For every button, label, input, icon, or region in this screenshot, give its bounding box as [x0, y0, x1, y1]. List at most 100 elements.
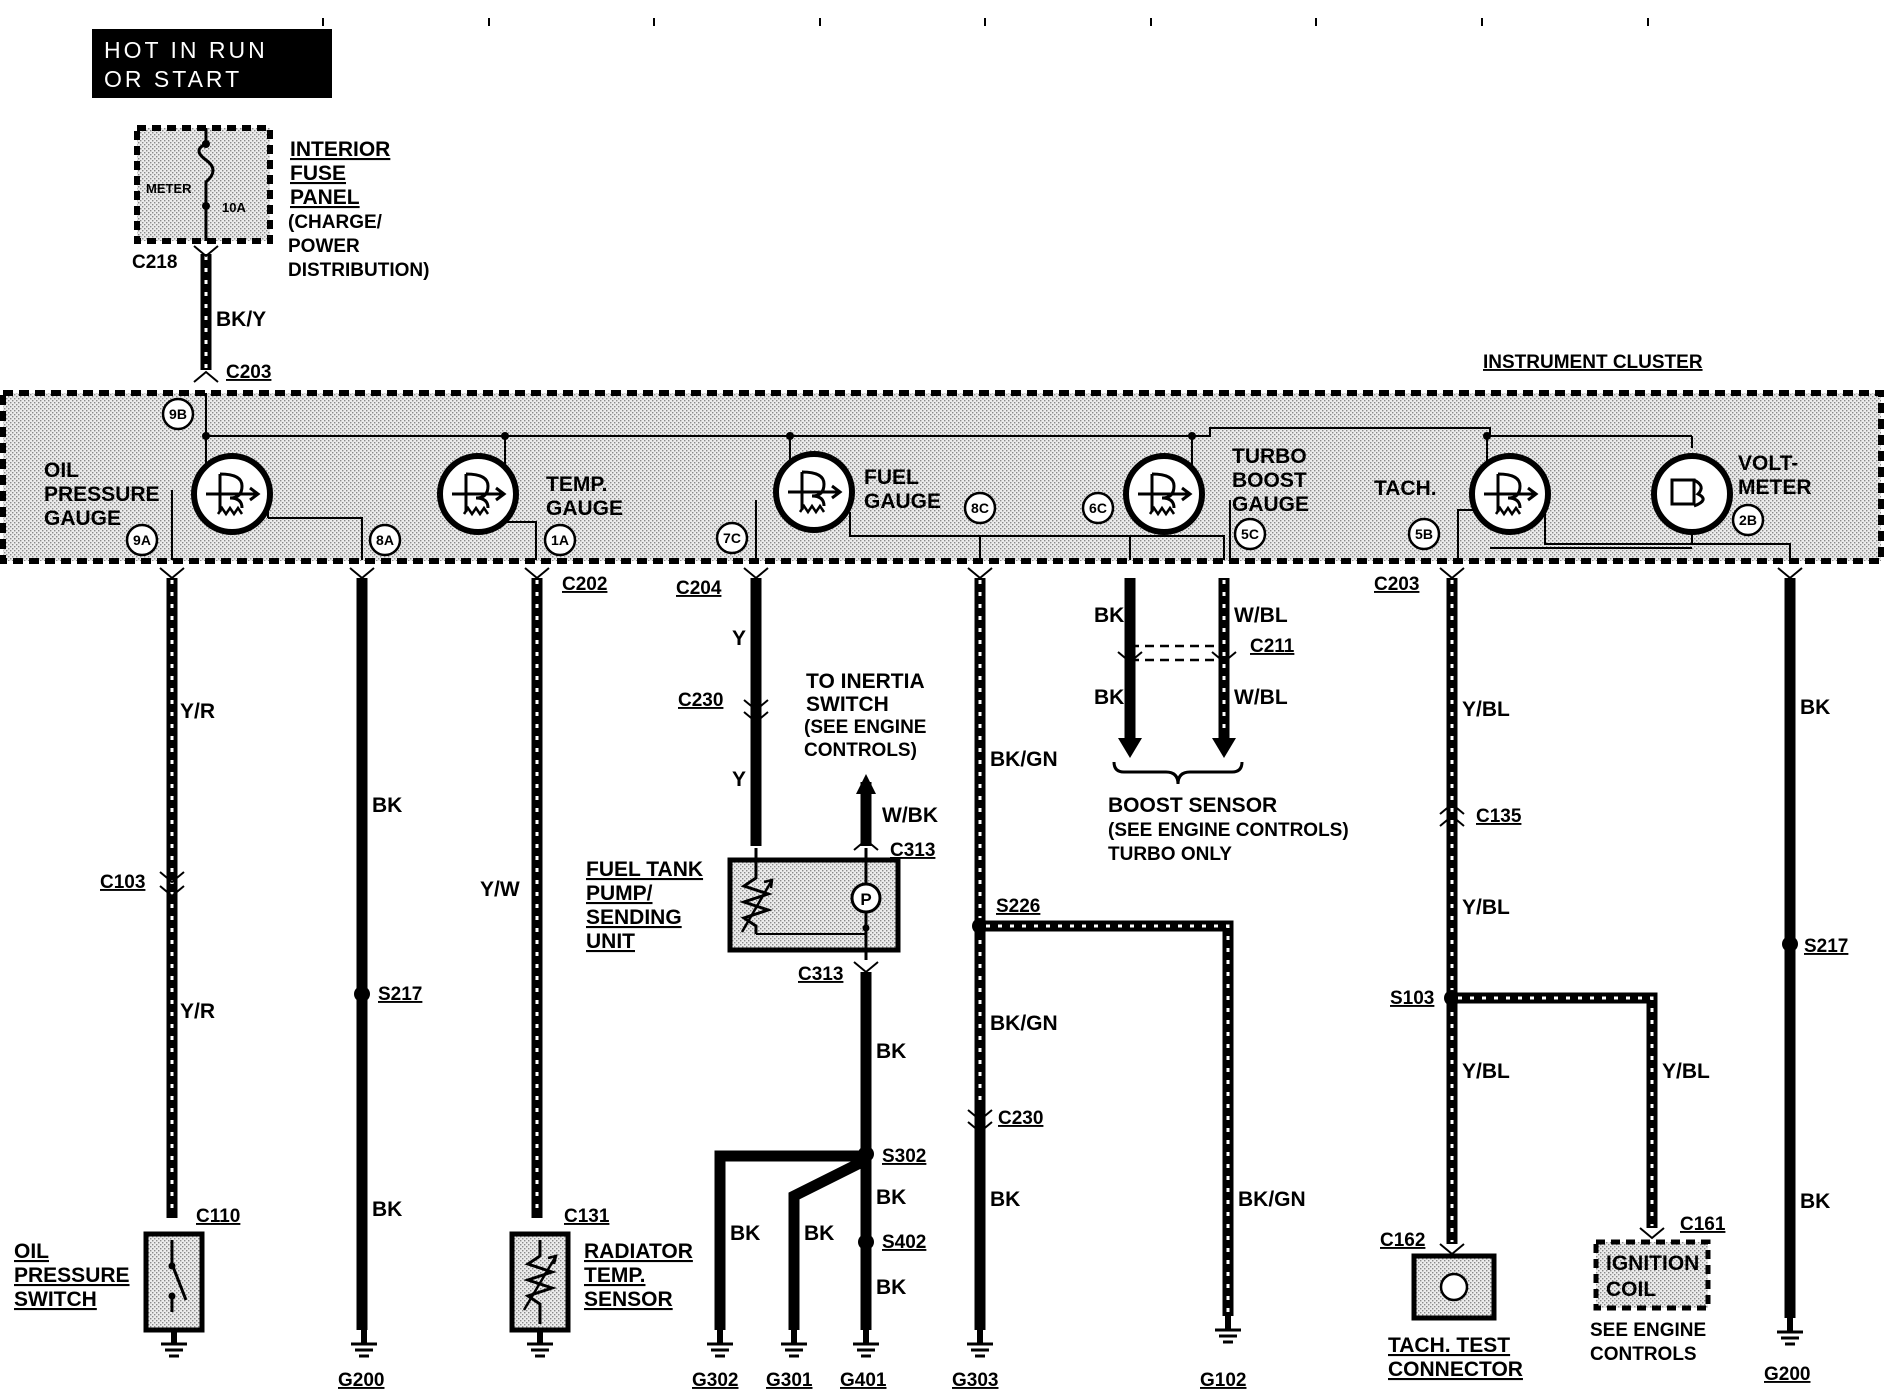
boost-sensor-circuit: BK W/BL C211 BK W/BL BOOST SENSOR (SEE E… — [1094, 578, 1349, 865]
interior-fuse-panel: METER 10A INTERIOR FUSE PANEL (CHARGE/ P… — [134, 125, 429, 281]
label-turbo-boost-gauge-1: TURBO — [1232, 445, 1307, 468]
top-tick-marks — [322, 18, 1649, 26]
voltmeter-ground-circuit: BK S217 BK G200 — [1764, 578, 1848, 1385]
instrument-cluster-title: INSTRUMENT CLUSTER — [1483, 352, 1703, 373]
wire-bk-y: C218 BK/Y C203 — [132, 245, 271, 383]
label-inertia-switch-1: TO INERTIA — [806, 670, 925, 693]
label-inertia-switch-2: SWITCH — [806, 693, 889, 716]
label-oil-pressure-switch-3: SWITCH — [14, 1288, 97, 1311]
wire-label-w-bl-2: W/BL — [1234, 686, 1288, 709]
ground-g200-left: G200 — [338, 1370, 384, 1391]
pin-5c: 5C — [1241, 526, 1259, 542]
label-fuel-tank-3: SENDING — [586, 906, 682, 929]
connector-c135: C135 — [1476, 806, 1522, 827]
label-radiator-temp-sensor-1: RADIATOR — [584, 1240, 693, 1263]
pin-5b: 5B — [1415, 526, 1433, 542]
connector-c161: C161 — [1680, 1214, 1726, 1235]
fuel-circuit: Y C230 Y TO INERTIA SWITCH (SEE ENGINE C… — [586, 578, 938, 1391]
pin-8a: 8A — [376, 532, 394, 548]
pin-6c: 6C — [1089, 500, 1107, 516]
pin-8c: 8C — [971, 500, 989, 516]
label-oil-pressure-gauge-2: PRESSURE — [44, 483, 160, 506]
hot-label-line1: HOT IN RUN — [104, 37, 268, 63]
pin-2b: 2B — [1739, 512, 1757, 528]
fuse-amps-label: 10A — [222, 200, 246, 215]
fuse-title-line2: FUSE — [290, 162, 346, 185]
pin-badges: 9B 9A 8A 1A 7C 8C 6C 5C 5B 2B — [125, 397, 1765, 557]
wire-label-y-r-1: Y/R — [180, 700, 215, 723]
connector-c230-upper: C230 — [678, 690, 723, 711]
connector-c313-bottom: C313 — [798, 964, 843, 985]
ground-circuit-8a: BK S217 BK G200 — [338, 578, 422, 1391]
label-oil-pressure-switch-2: PRESSURE — [14, 1264, 130, 1287]
splice-s217-right: S217 — [1804, 936, 1848, 957]
splice-s302: S302 — [882, 1146, 926, 1167]
wire-label-bk-5: BK — [876, 1186, 906, 1209]
connector-c110: C110 — [196, 1206, 240, 1227]
wire-label-y-r-2: Y/R — [180, 1000, 215, 1023]
ground-g401: G401 — [840, 1370, 887, 1391]
wire-label-bk-y: BK/Y — [216, 308, 266, 331]
label-tach-test-connector-2: CONNECTOR — [1388, 1358, 1523, 1381]
label-tach: TACH. — [1374, 477, 1437, 500]
wire-label-bk-9: BK — [1800, 696, 1830, 719]
wire-label-bk-gn-2: BK/GN — [990, 1012, 1058, 1035]
pin-9a: 9A — [133, 532, 151, 548]
pin-1a: 1A — [551, 532, 569, 548]
splice-s226: S226 — [996, 896, 1040, 917]
ground-g301: G301 — [766, 1370, 813, 1391]
label-fuel-tank-1: FUEL TANK — [586, 858, 703, 881]
label-fuel-gauge-2: GAUGE — [864, 490, 941, 513]
label-see-engine-controls-2: CONTROLS — [1590, 1344, 1697, 1365]
fuse-title-line1: INTERIOR — [290, 138, 390, 161]
fuse-sub-line1: (CHARGE/ — [288, 212, 383, 233]
pin-7c: 7C — [723, 530, 741, 546]
label-fuel-tank-2: PUMP/ — [586, 882, 653, 905]
pump-symbol: P — [860, 890, 871, 909]
wire-label-bk-6: BK — [990, 1188, 1020, 1211]
label-oil-pressure-switch-1: OIL — [14, 1240, 49, 1263]
wire-label-bk-11: BK — [876, 1276, 906, 1299]
wire-label-bk-7: BK — [1094, 604, 1124, 627]
fuse-sub-line3: DISTRIBUTION) — [288, 260, 429, 281]
label-turbo-boost-gauge-2: BOOST — [1232, 469, 1307, 492]
fuse-meter-label: METER — [146, 181, 192, 196]
wire-label-bk-12: BK — [1800, 1190, 1830, 1213]
splice-s402: S402 — [882, 1232, 926, 1253]
label-fuel-gauge-1: FUEL — [864, 466, 919, 489]
ground-g102: G102 — [1200, 1370, 1246, 1391]
label-temp-gauge-1: TEMP. — [546, 473, 607, 496]
wire-label-bk-4: BK — [730, 1222, 760, 1245]
label-inertia-switch-3: (SEE ENGINE — [804, 717, 926, 738]
wire-label-y-1: Y — [732, 627, 746, 650]
hot-label-line2: OR START — [104, 66, 242, 92]
wire-label-y-bl-1: Y/BL — [1462, 698, 1510, 721]
label-inertia-switch-4: CONTROLS) — [804, 740, 917, 761]
wire-label-y-bl-4: Y/BL — [1662, 1060, 1710, 1083]
oil-pressure-circuit: Y/R C103 Y/R C110 OIL PRESSURE SWITCH — [14, 578, 240, 1356]
connector-c203-right: C203 — [1374, 574, 1419, 595]
label-tach-test-connector-1: TACH. TEST — [1388, 1334, 1510, 1357]
connector-c313-top: C313 — [890, 840, 935, 861]
tach-test-connector-body — [1411, 1253, 1497, 1321]
wire-label-w-bl-1: W/BL — [1234, 604, 1288, 627]
wire-label-y-2: Y — [732, 768, 746, 791]
wire-label-w-bk: W/BK — [882, 804, 938, 827]
wire-label-y-bl-2: Y/BL — [1462, 896, 1510, 919]
label-fuel-tank-4: UNIT — [586, 930, 635, 953]
wire-label-bk-10: BK — [804, 1222, 834, 1245]
label-oil-pressure-gauge-3: GAUGE — [44, 507, 121, 530]
label-radiator-temp-sensor-2: TEMP. — [584, 1264, 645, 1287]
temp-sensor-circuit: Y/W C131 RADIATOR TEMP. SENSOR — [480, 578, 693, 1356]
ground-g303: G303 — [952, 1370, 998, 1391]
splice-s217-left: S217 — [378, 984, 422, 1005]
fuse-title-line3: PANEL — [290, 186, 360, 209]
boost-sensor-brace — [1112, 761, 1244, 785]
circuit-8c: BK/GN S226 BK/GN C230 BK BK/GN G303 G102 — [952, 578, 1306, 1391]
label-voltmeter-1: VOLT- — [1738, 452, 1798, 475]
label-boost-sensor-2: (SEE ENGINE CONTROLS) — [1108, 820, 1349, 841]
connector-c204: C204 — [676, 578, 722, 599]
ignition-coil-body — [1593, 1239, 1711, 1311]
label-ignition-coil-2: COIL — [1606, 1278, 1656, 1301]
connector-c230-lower: C230 — [998, 1108, 1043, 1129]
